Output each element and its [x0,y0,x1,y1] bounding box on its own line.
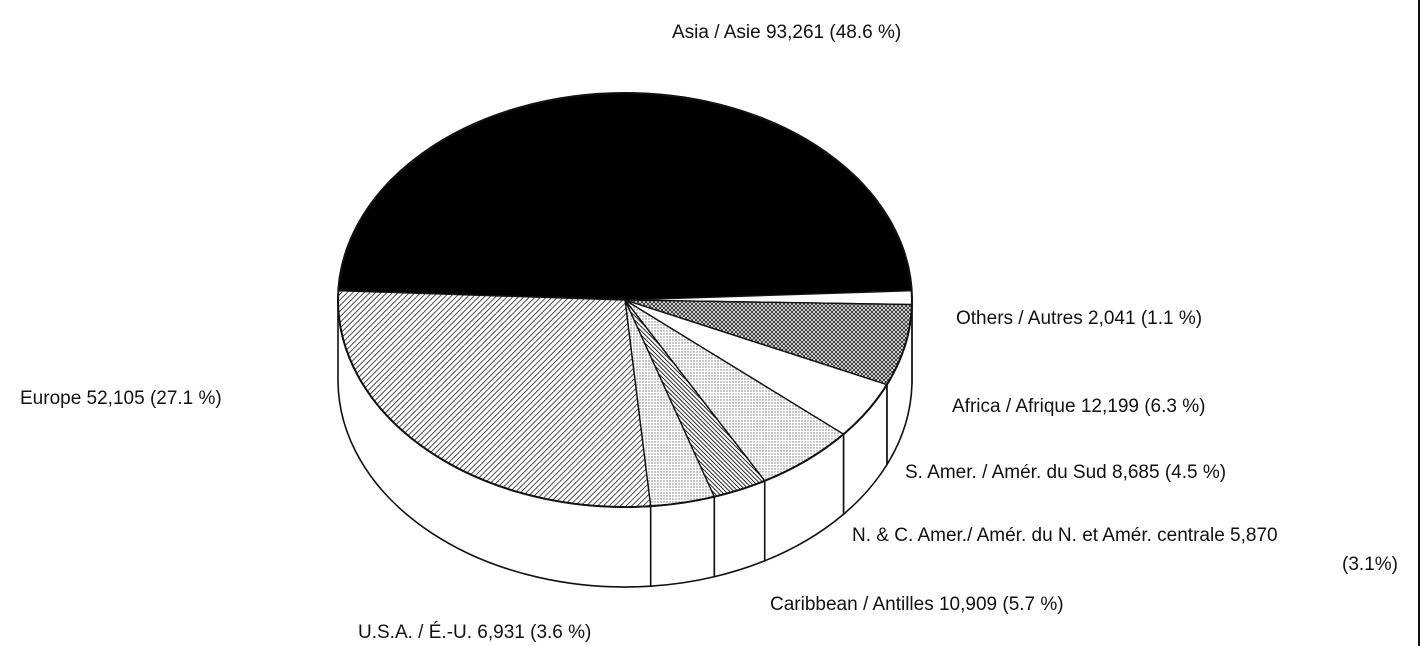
label-samer: S. Amer. / Amér. du Sud 8,685 (4.5 %) [905,462,1226,483]
page-edge-rule [1418,0,1420,646]
pie-rim [337,92,913,508]
pie-side-7 [649,495,716,588]
label-others: Others / Autres 2,041 (1.1 %) [956,308,1202,329]
pie-slice-0 [337,92,913,301]
label-europe: Europe 52,105 (27.1 %) [20,388,222,409]
label-africa: Africa / Afrique 12,199 (6.3 %) [952,396,1205,417]
label-caribbean: Caribbean / Antilles 10,909 (5.7 %) [770,594,1064,615]
pie-tops [337,92,913,508]
label-ncamer-line1: N. & C. Amer./ Amér. du N. et Amér. cent… [852,525,1278,546]
label-asia: Asia / Asie 93,261 (48.6 %) [672,22,901,43]
label-ncamer-line2: (3.1%) [1342,554,1398,575]
pie-sides [337,299,913,588]
pie-outline [337,92,913,508]
label-usa: U.S.A. / É.-U. 6,931 (3.6 %) [358,622,591,643]
